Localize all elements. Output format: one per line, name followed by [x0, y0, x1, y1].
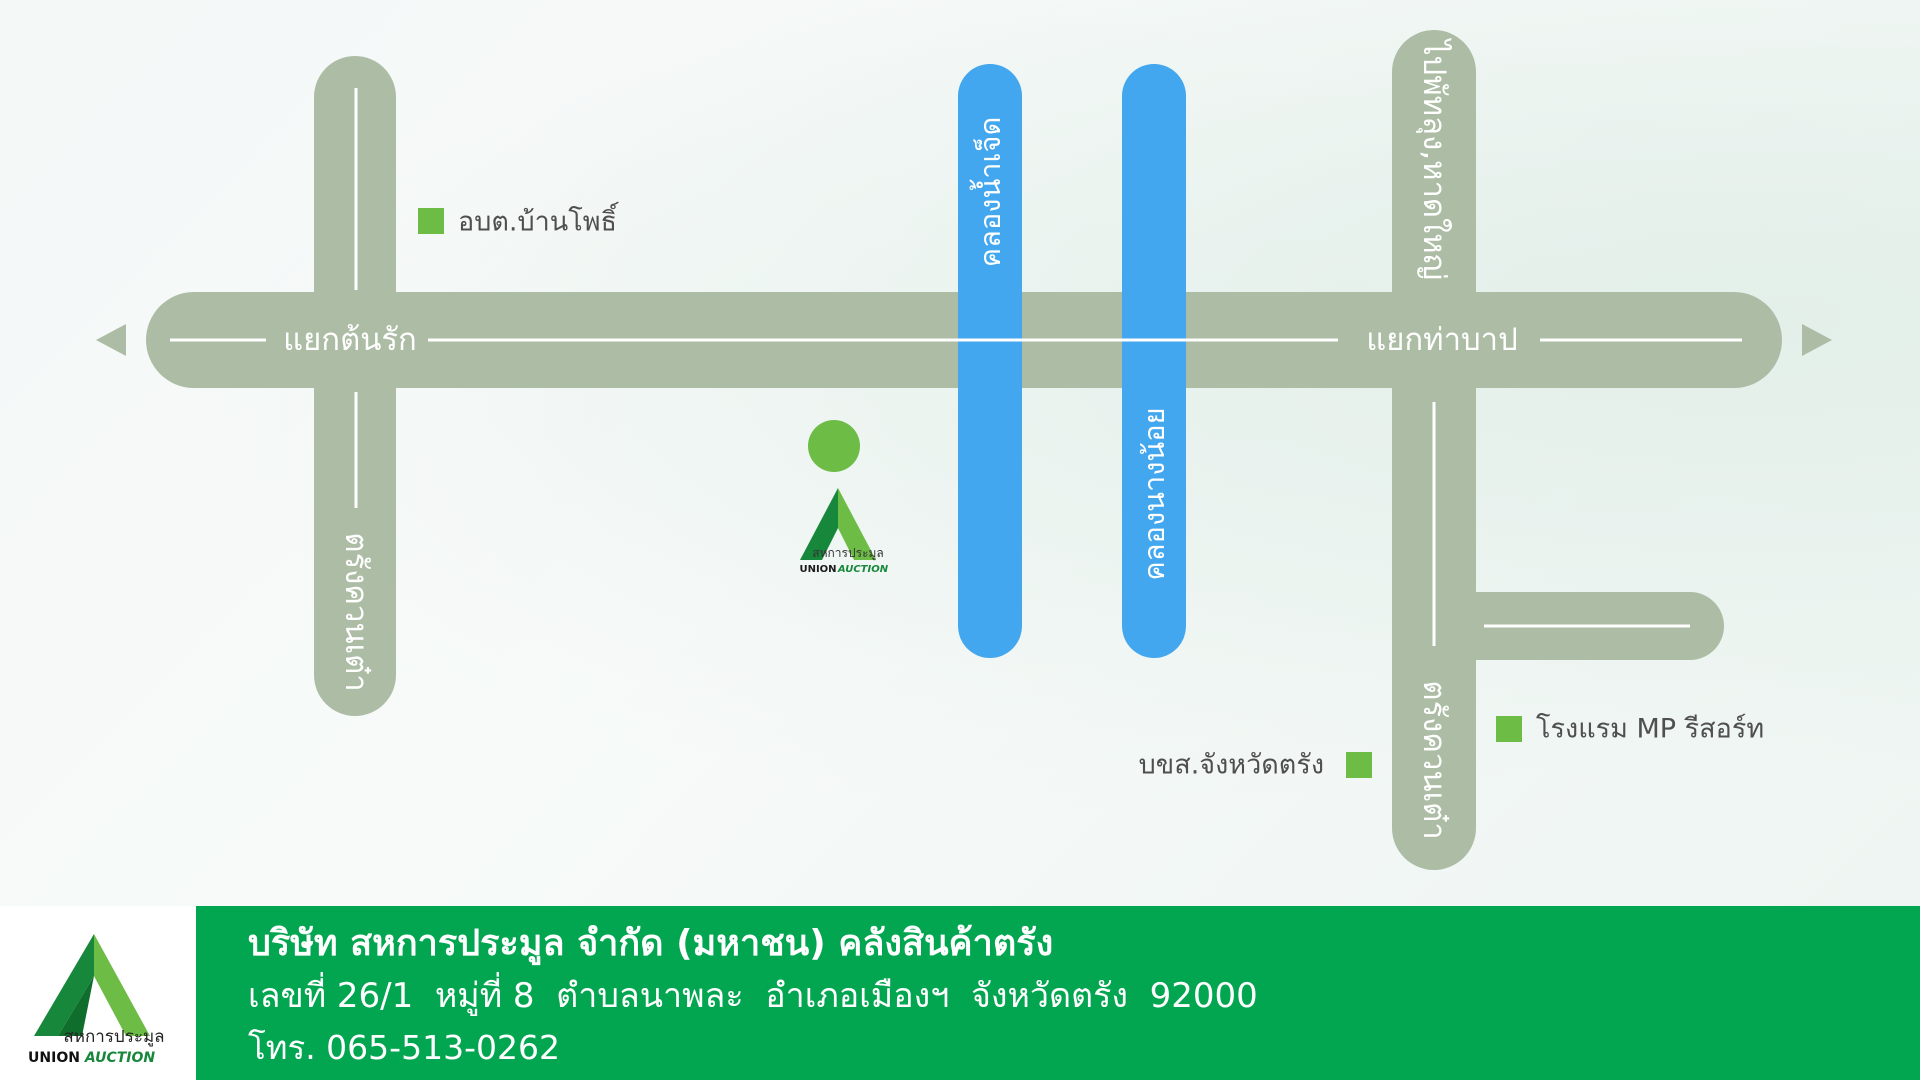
footer-logo-thai: สหการประมูล [63, 1027, 164, 1047]
landmark-label-obt: อบต.บ้านโพธิ์ [458, 202, 620, 238]
canal-label-nam-chet: คลองน้ำเจ็ด [969, 117, 1007, 268]
canal-label-nang-noi: คลองนางน้อย [1137, 407, 1171, 580]
road-label-north-right: ไปพัทลุง,หาดใหญ่ [1415, 37, 1452, 280]
company-name: บริษัท สหการประมูล จำกัด (มหาชน) คลังสิน… [248, 923, 1054, 964]
west-arrow-icon [96, 324, 126, 356]
landmark-marker-obt [418, 208, 444, 234]
footer-logo: สหการประมูล UNION AUCTION [0, 906, 196, 1080]
route-map: แยกต้นรัก แยกท่าบาป ไปพัทลุง,หาดใหญ่ ตรั… [0, 0, 1920, 906]
footer-logo-en-1: UNION [28, 1050, 80, 1066]
canal-nang-noi [1122, 64, 1186, 658]
location-logo-thai: สหการประมูล [812, 546, 883, 561]
footer-bar: สหการประมูล UNION AUCTION บริษัท สหการปร… [0, 906, 1920, 1080]
location-logo-en-1: UNION [799, 564, 836, 575]
company-phone: โทร. 065-513-0262 [248, 1028, 560, 1067]
location-pin-icon [808, 420, 860, 472]
junction-label-right: แยกท่าบาป [1366, 322, 1518, 358]
location-logo-icon: สหการประมูล UNION AUCTION [799, 488, 889, 575]
road-label-south-right: ตรังควนเต๋า [1416, 680, 1452, 839]
landmark-label-hotel: โรงแรม MP รีสอร์ท [1536, 713, 1764, 745]
footer-logo-en-2: AUCTION [84, 1050, 156, 1066]
union-auction-logo-icon: สหการประมูล UNION AUCTION [28, 934, 165, 1066]
landmark-marker-bkhs [1346, 752, 1372, 778]
canal-nam-chet [958, 64, 1022, 658]
landmark-marker-hotel [1496, 716, 1522, 742]
company-address: เลขที่ 26/1 หมู่ที่ 8 ตำบลนาพละ อำเภอเมื… [248, 976, 1258, 1016]
landmark-label-bkhs: บขส.จังหวัดตรัง [1139, 750, 1324, 781]
road-label-south-left: ตรังควนเต๋า [338, 532, 374, 691]
route-map-svg: แยกต้นรัก แยกท่าบาป ไปพัทลุง,หาดใหญ่ ตรั… [96, 30, 1832, 870]
junction-label-left: แยกต้นรัก [283, 322, 417, 358]
footer-info: บริษัท สหการประมูล จำกัด (มหาชน) คลังสิน… [196, 906, 1920, 1080]
location-logo-en-2: AUCTION [837, 564, 889, 575]
east-arrow-icon [1802, 324, 1832, 356]
